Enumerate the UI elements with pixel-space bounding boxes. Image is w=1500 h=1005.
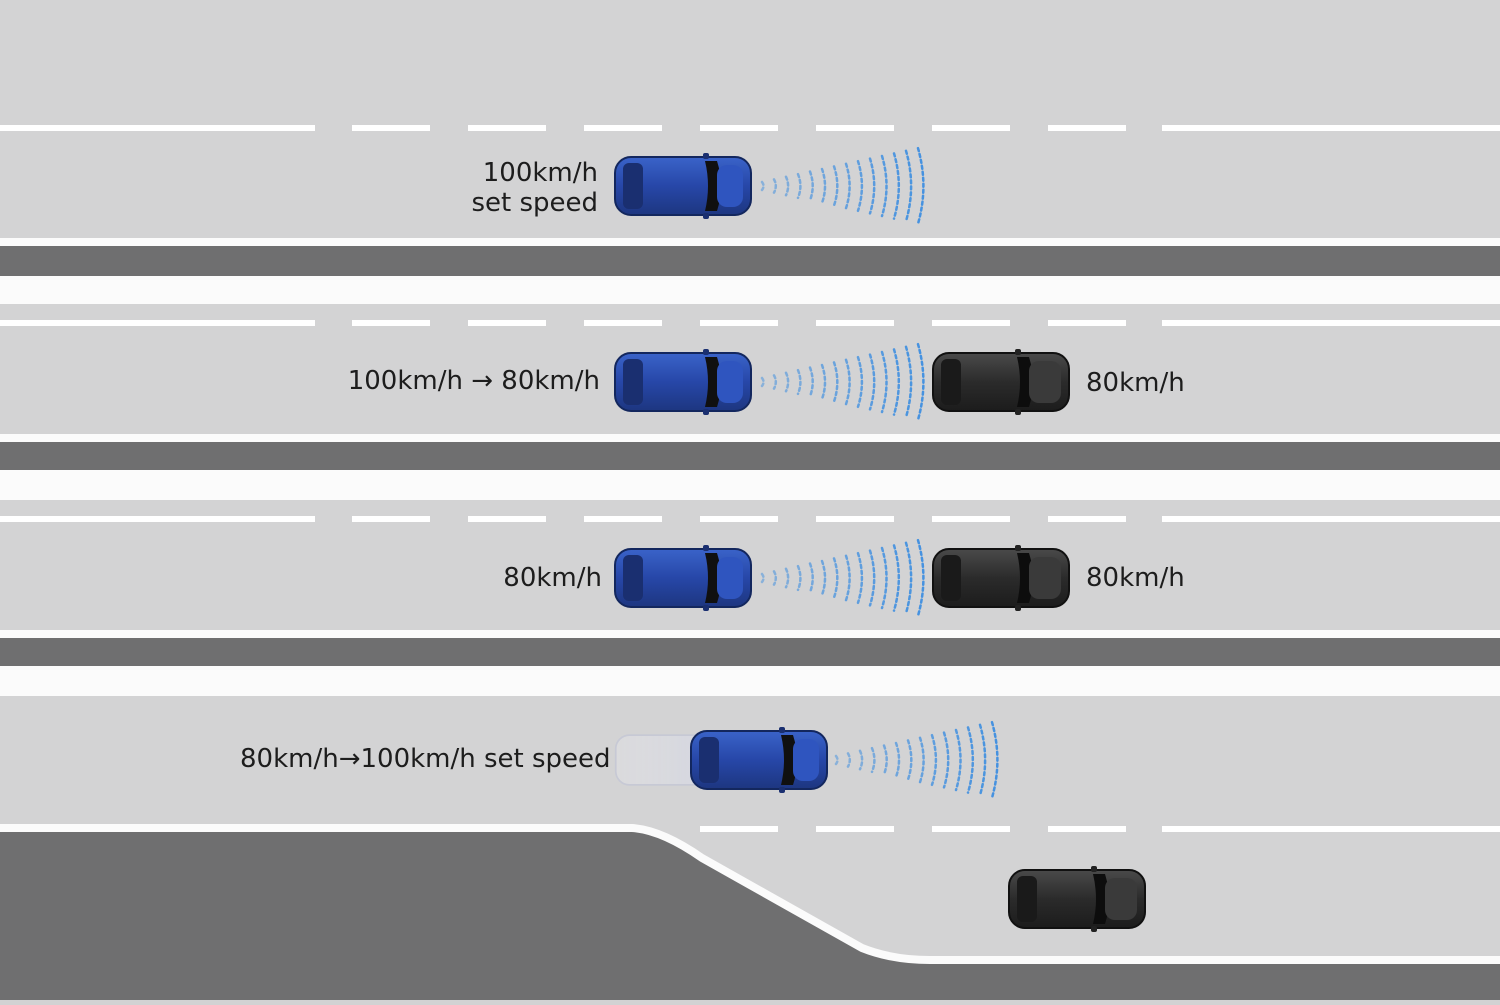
radar-arc [856,355,864,409]
radar-arc [894,741,901,779]
radar-arc [760,376,765,388]
radar-arc [856,551,864,605]
radar-arc [858,749,864,771]
radar-arc [882,744,888,776]
radar-arc [904,345,913,419]
radar-arc [832,165,839,207]
radar-arc [892,152,900,220]
radar-arc [904,149,913,223]
radar-arc [820,559,827,597]
panel3-lead-label: 80km/h [1086,563,1185,593]
panel3-ego-label: 80km/h [503,563,602,593]
radar-arc [808,562,814,594]
panel2-ego-label: 100km/h → 80km/h [347,366,600,396]
radar-arc [856,159,864,213]
radar-arc [796,172,802,200]
radar-arc [916,342,925,422]
radar-arc [808,170,814,202]
radar-arc [916,538,925,618]
radar-arc [760,572,765,584]
radar-arc [868,549,876,607]
radar-arc [808,366,814,398]
ego-car-icon [613,349,753,415]
radar-arc [906,739,913,781]
radar-arc [796,368,802,396]
radar-arc [892,348,900,416]
radar-arc [880,350,888,414]
radar-arc [868,157,876,215]
radar-arc [796,564,802,592]
radar-arc [844,358,851,406]
radar-arc [832,361,839,403]
radar-arc [916,146,925,226]
radar-arc [978,723,987,797]
radar-arc [832,557,839,599]
ego-car-icon [613,545,753,611]
radar-wave-icon [760,342,925,422]
radar-wave-icon [760,538,925,618]
radar-arc [954,728,962,792]
radar-arc [966,726,974,794]
radar-wave-icon [834,720,999,800]
radar-arc [868,353,876,411]
radar-arc [820,363,827,401]
radar-arc [772,570,778,586]
ego-car-icon [689,727,829,793]
radar-arc [820,167,827,205]
radar-arc [772,178,778,194]
radar-arc [904,541,913,615]
radar-arc [784,371,790,393]
radar-arc [880,546,888,610]
lead-car-icon [931,349,1071,415]
radar-wave-icon [760,146,925,226]
lane-markings [0,125,1500,832]
radar-arc [760,180,765,192]
lead-car-icon [1007,866,1147,932]
radar-arc [784,567,790,589]
radar-arc [918,736,925,784]
radar-arc [844,162,851,210]
panel1-ego-label-line2: set speed [471,188,598,218]
panel4-ego-label: 80km/h→100km/h set speed [240,744,611,774]
radar-arc [784,175,790,197]
radar-arc [942,731,950,789]
radar-arc [772,374,778,390]
radar-arc [844,554,851,602]
radar-arc [846,752,852,768]
panel2-lead-label: 80km/h [1086,368,1185,398]
radar-arc [892,544,900,612]
ego-car-icon [613,153,753,219]
panel1-ego-label-line1: 100km/h [482,158,598,188]
radar-arc [880,154,888,218]
radar-arc [930,733,938,787]
lead-car-icon [931,545,1071,611]
radar-arc [834,754,839,766]
radar-arc [870,746,876,774]
radar-arc [990,720,999,800]
